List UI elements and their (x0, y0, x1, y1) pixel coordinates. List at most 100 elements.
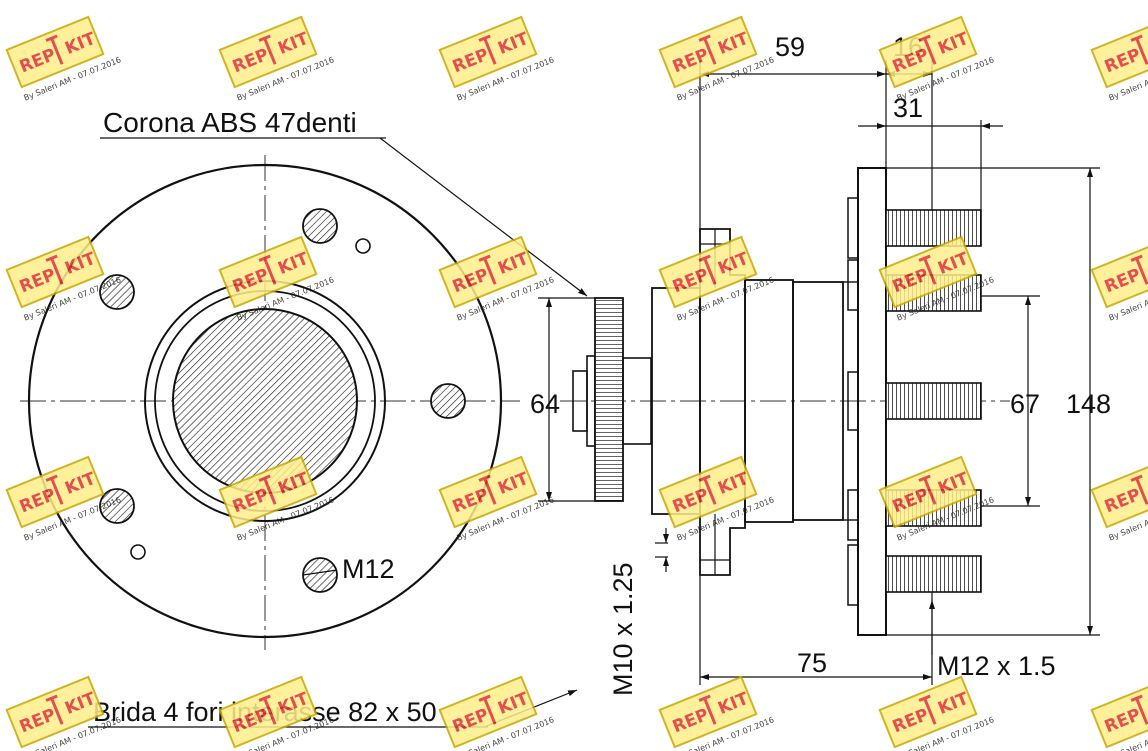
watermark-badge (878, 235, 978, 309)
watermark-badge (438, 235, 538, 309)
watermark-wrench-icon (918, 474, 937, 505)
wheel-stud-3 (885, 382, 982, 420)
watermark-wrench-icon (45, 254, 64, 285)
watermark-wrench-icon (478, 694, 497, 725)
dim-67-text: 67 (1010, 389, 1040, 419)
dimensions (538, 60, 1100, 685)
watermark-badge (658, 235, 758, 309)
bolt-hole-bottom (302, 557, 338, 593)
stud-boss-2 (847, 259, 859, 311)
bearing-outer (792, 281, 844, 521)
flange-outer-circle (27, 163, 503, 639)
watermark-wrench-icon (1130, 34, 1148, 65)
dim-148-text: 148 (1066, 389, 1111, 419)
watermark-badge (438, 15, 538, 89)
watermark-badge (1090, 235, 1148, 309)
watermark-badge (878, 455, 978, 529)
watermark-badge (658, 15, 758, 89)
abs-leader-arrow (379, 137, 588, 297)
watermark-badge (438, 675, 538, 749)
watermark-wrench-icon (258, 34, 277, 65)
m12-leader (302, 569, 338, 576)
watermark-wrench-icon (1130, 694, 1148, 725)
wheel-stud-1 (885, 209, 982, 247)
watermark-badge (218, 455, 318, 529)
watermark-badge (218, 675, 318, 749)
thread-m10-text: M10 x 1.25 (608, 562, 638, 696)
watermark-badge (1090, 15, 1148, 89)
watermark-badge (218, 235, 318, 309)
watermark-badge (1090, 455, 1148, 529)
side-view (560, 167, 1010, 636)
watermark-wrench-icon (698, 254, 717, 285)
watermark-wrench-icon (478, 34, 497, 65)
watermark-wrench-icon (258, 694, 277, 725)
abs-tone-ring (594, 297, 624, 502)
watermark-wrench-icon (45, 34, 64, 65)
watermark-wrench-icon (45, 474, 64, 505)
dim-59-text: 59 (775, 32, 805, 62)
small-hole-lower (130, 544, 146, 560)
watermark-wrench-icon (918, 694, 937, 725)
watermark-badge (218, 15, 318, 89)
stud-boss-1 (847, 197, 859, 259)
watermark-wrench-icon (258, 254, 277, 285)
watermark-badge (658, 455, 758, 529)
watermark-wrench-icon (918, 254, 937, 285)
watermark-wrench-icon (478, 474, 497, 505)
inner-sleeve (622, 357, 652, 445)
bolt-hole-left-upper (99, 274, 135, 310)
bolt-hole-left-lower (99, 488, 135, 524)
watermark-badge (878, 15, 978, 89)
watermark-badge (5, 235, 105, 309)
watermark-badge (5, 15, 105, 89)
dim-64-text: 64 (530, 389, 560, 419)
thread-m12-text: M12 x 1.5 (937, 651, 1056, 681)
watermark-wrench-icon (698, 474, 717, 505)
bolt-hole-right (430, 383, 466, 419)
stud-boss-4 (847, 489, 859, 541)
watermark-wrench-icon (698, 34, 717, 65)
watermark-wrench-icon (45, 694, 64, 725)
watermark-wrench-icon (698, 694, 717, 725)
watermark-badge (658, 675, 758, 749)
watermark-wrench-icon (258, 474, 277, 505)
watermark-wrench-icon (918, 34, 937, 65)
watermark-badge (878, 675, 978, 749)
watermark-wrench-icon (478, 254, 497, 285)
bolt-hole-top (302, 208, 338, 244)
wheel-stud-5 (885, 555, 982, 593)
watermark-badge (438, 455, 538, 529)
label-m12: M12 (342, 554, 395, 584)
watermark-badge (5, 675, 105, 749)
front-view (20, 155, 520, 650)
dim-75-text: 75 (797, 648, 827, 678)
watermark-badge (1090, 675, 1148, 749)
small-hole-upper (355, 238, 371, 254)
watermark-wrench-icon (1130, 474, 1148, 505)
hub-center-section (172, 308, 358, 494)
watermark-badge (5, 455, 105, 529)
stud-boss-5 (847, 544, 859, 606)
